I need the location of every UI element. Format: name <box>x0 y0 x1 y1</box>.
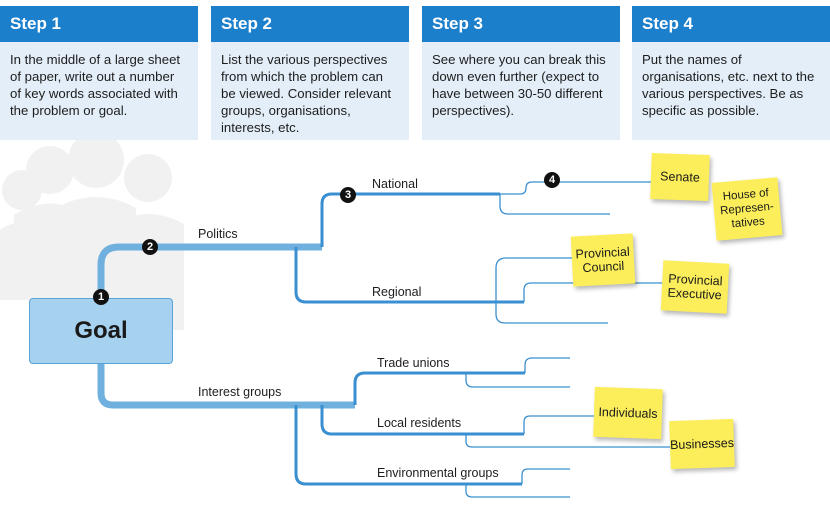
step-marker-4: 4 <box>544 172 560 188</box>
step-marker-2: 2 <box>142 239 158 255</box>
step-1-text: In the middle of a large sheet of paper,… <box>10 52 181 118</box>
branch-interest-local <box>320 405 524 436</box>
sticky-note-senate: Senate <box>650 153 710 201</box>
step-1-title: Step 1 <box>0 6 198 42</box>
branch-politics-national <box>320 192 500 247</box>
step-4-title: Step 4 <box>632 6 830 42</box>
sticky-note-businesses: Businesses <box>669 418 735 470</box>
step-3-title: Step 3 <box>422 6 620 42</box>
step-3-text: See where you can break this down even f… <box>432 52 606 118</box>
businesses-label: Businesses <box>669 435 735 453</box>
step-4-card: Step 4 Put the names of organisations, e… <box>632 6 830 140</box>
national-label: National <box>372 177 418 191</box>
branch-interest-environmental <box>294 405 522 486</box>
step-4-text: Put the names of organisations, etc. nex… <box>642 52 815 118</box>
step-3-card: Step 3 See where you can break this down… <box>422 6 620 140</box>
provincial-executive-label: Provincial Executive <box>667 271 723 303</box>
politics-label: Politics <box>198 227 238 241</box>
individuals-label: Individuals <box>598 404 658 422</box>
step-2-title: Step 2 <box>211 6 409 42</box>
senate-label: Senate <box>659 169 701 185</box>
step-marker-1: 1 <box>93 289 109 305</box>
local-residents-label: Local residents <box>377 416 462 430</box>
sticky-note-house: House of Represen-tatives <box>711 177 783 241</box>
branch-goal-politics <box>97 243 322 298</box>
branch-goal-interest <box>97 364 355 409</box>
branch-politics-regional <box>294 247 524 304</box>
environmental-groups-label: Environmental groups <box>377 466 499 480</box>
goal-label: Goal <box>74 317 128 344</box>
trade-unions-label: Trade unions <box>377 356 450 370</box>
branch-interest-trade <box>353 371 525 405</box>
step-marker-3: 3 <box>340 187 356 203</box>
regional-label: Regional <box>372 285 422 299</box>
interest-groups-label: Interest groups <box>198 385 282 399</box>
sticky-note-provincial-executive: Provincial Executive <box>660 260 730 314</box>
goal-box: Goal <box>29 298 173 364</box>
provincial-council-label: Provincial Council <box>575 244 631 276</box>
step-2-text: List the various perspectives from which… <box>221 52 392 135</box>
step-1-card: Step 1 In the middle of a large sheet of… <box>0 6 198 140</box>
house-label: House of Represen-tatives <box>719 187 775 231</box>
step-2-card: Step 2 List the various perspectives fro… <box>211 6 409 140</box>
sticky-note-provincial-council: Provincial Council <box>570 233 636 287</box>
sticky-note-individuals: Individuals <box>593 386 663 440</box>
